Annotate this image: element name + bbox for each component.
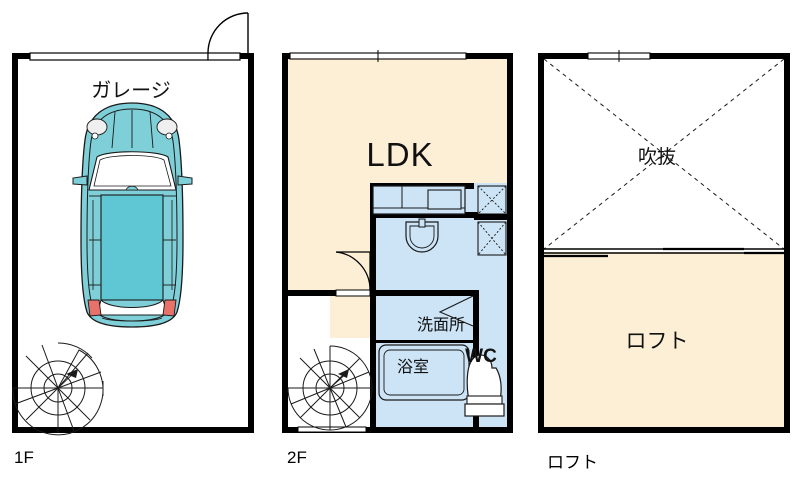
room-label-garage: ガレージ <box>91 80 171 102</box>
wall-right-loft <box>784 53 790 433</box>
spiral-staircase-1f <box>12 342 104 436</box>
floor-label-loft: ロフト <box>547 453 598 472</box>
wall-washroom-mid <box>370 212 480 218</box>
wall-top-right-stub-2f <box>466 53 513 59</box>
room-label-loft: ロフト <box>625 330 689 353</box>
entry-door-opening <box>207 52 241 61</box>
wall-washroom-left <box>370 183 376 290</box>
toilet-fixture <box>464 354 505 417</box>
room-label-toilet: WC <box>465 346 497 367</box>
wall-top-left-stub-1f <box>12 53 30 59</box>
wall-left-1f <box>12 53 18 433</box>
bathroom-door-icon <box>438 295 474 327</box>
wall-top-left-stub-loft <box>538 53 588 59</box>
closet-upper <box>477 185 507 215</box>
window-2f-top <box>289 50 467 62</box>
door-swing-icon-2f <box>335 251 371 291</box>
wall-top-right-stub-1f <box>240 53 254 59</box>
window-loft-top <box>587 50 651 62</box>
kitchen-counter <box>372 185 466 215</box>
void-cross-hatch-icon <box>543 58 785 250</box>
room-label-void: 吹抜 <box>637 147 676 168</box>
wall-top-right-stub-loft <box>650 53 790 59</box>
bathtub-fixture <box>378 344 470 401</box>
washbasin-fixture <box>405 218 439 253</box>
panel-2f <box>282 50 513 433</box>
loft-area-floor <box>544 252 784 427</box>
wall-closet-divider <box>474 214 513 220</box>
garage-door-opening <box>29 52 209 61</box>
car-illustration <box>72 102 193 328</box>
stair-upper-cream <box>330 296 376 338</box>
room-label-bathroom: 浴室 <box>396 359 429 376</box>
wall-bottom-2f <box>282 427 513 433</box>
wall-bath-bottom-split <box>376 340 473 343</box>
loft-divider <box>544 247 784 258</box>
entry-door-swing-icon <box>207 12 249 54</box>
wall-right-1f <box>248 53 254 433</box>
panel-1f <box>12 12 254 436</box>
kitchen-sink <box>427 189 462 210</box>
room-label-washroom: 洗面所 <box>416 317 465 334</box>
wall-bottom-loft <box>538 427 790 433</box>
wall-top-left-stub-2f <box>282 53 290 59</box>
door-opening-stair <box>335 289 371 297</box>
closet-lower <box>477 221 507 256</box>
wall-bottom-1f <box>12 427 254 433</box>
wall-left-loft <box>538 53 544 433</box>
wall-stair-right <box>370 290 376 433</box>
wall-stair-top <box>282 290 336 296</box>
panel-loft <box>538 50 790 433</box>
room-label-ldk: LDK <box>366 136 434 173</box>
floor-label-1f: 1F <box>14 448 34 467</box>
spiral-staircase-2f <box>287 345 373 431</box>
floor-label-2f: 2F <box>287 448 307 467</box>
wall-bath-top <box>370 290 479 296</box>
wall-right-2f <box>507 53 513 433</box>
wall-left-2f <box>282 53 288 433</box>
